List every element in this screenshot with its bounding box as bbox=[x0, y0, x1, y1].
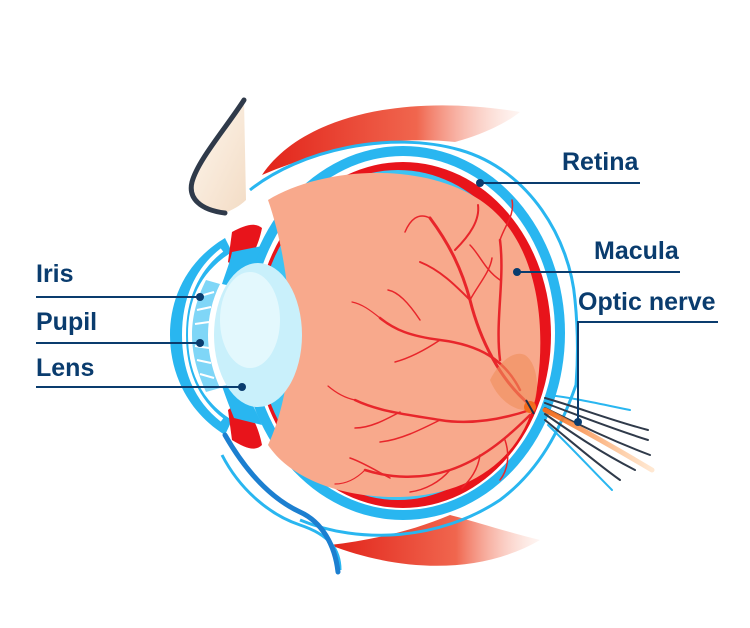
iris-striations bbox=[194, 291, 215, 379]
cornea-highlight bbox=[181, 248, 224, 422]
pupil-dot bbox=[196, 339, 204, 347]
optic-nerve-label: Optic nerve bbox=[578, 288, 716, 316]
leader-lines bbox=[36, 182, 718, 422]
optic-nerve-bundle bbox=[542, 394, 655, 491]
optic-disc-marker bbox=[525, 399, 535, 415]
nose-outline bbox=[188, 97, 247, 216]
lens-dot bbox=[238, 383, 246, 391]
nose-skin bbox=[191, 100, 246, 213]
conjunctiva-lower bbox=[220, 454, 342, 571]
lower-eye-muscle bbox=[330, 515, 540, 566]
lower-lid-line bbox=[222, 432, 341, 575]
iris-label: Iris bbox=[36, 260, 74, 288]
vitreous-body bbox=[268, 172, 541, 498]
upper-eye-muscle bbox=[262, 105, 520, 175]
anterior-chamber-lower bbox=[222, 384, 262, 425]
retina-dot bbox=[476, 179, 484, 187]
lens-shine bbox=[220, 272, 280, 368]
macula-region bbox=[490, 353, 537, 411]
retina-label: Retina bbox=[562, 148, 639, 176]
optic-nerve-leader bbox=[577, 321, 718, 422]
macula-dot bbox=[513, 268, 521, 276]
iris-band bbox=[192, 280, 220, 392]
lens-label: Lens bbox=[36, 354, 95, 382]
cornea-outer bbox=[170, 238, 232, 435]
leader-dots bbox=[196, 179, 582, 426]
macula-label: Macula bbox=[594, 237, 679, 265]
iris-dot bbox=[196, 293, 204, 301]
optic-nerve-dot bbox=[574, 418, 582, 426]
conjunctiva-outline bbox=[249, 140, 579, 537]
pupil-label: Pupil bbox=[36, 308, 98, 336]
